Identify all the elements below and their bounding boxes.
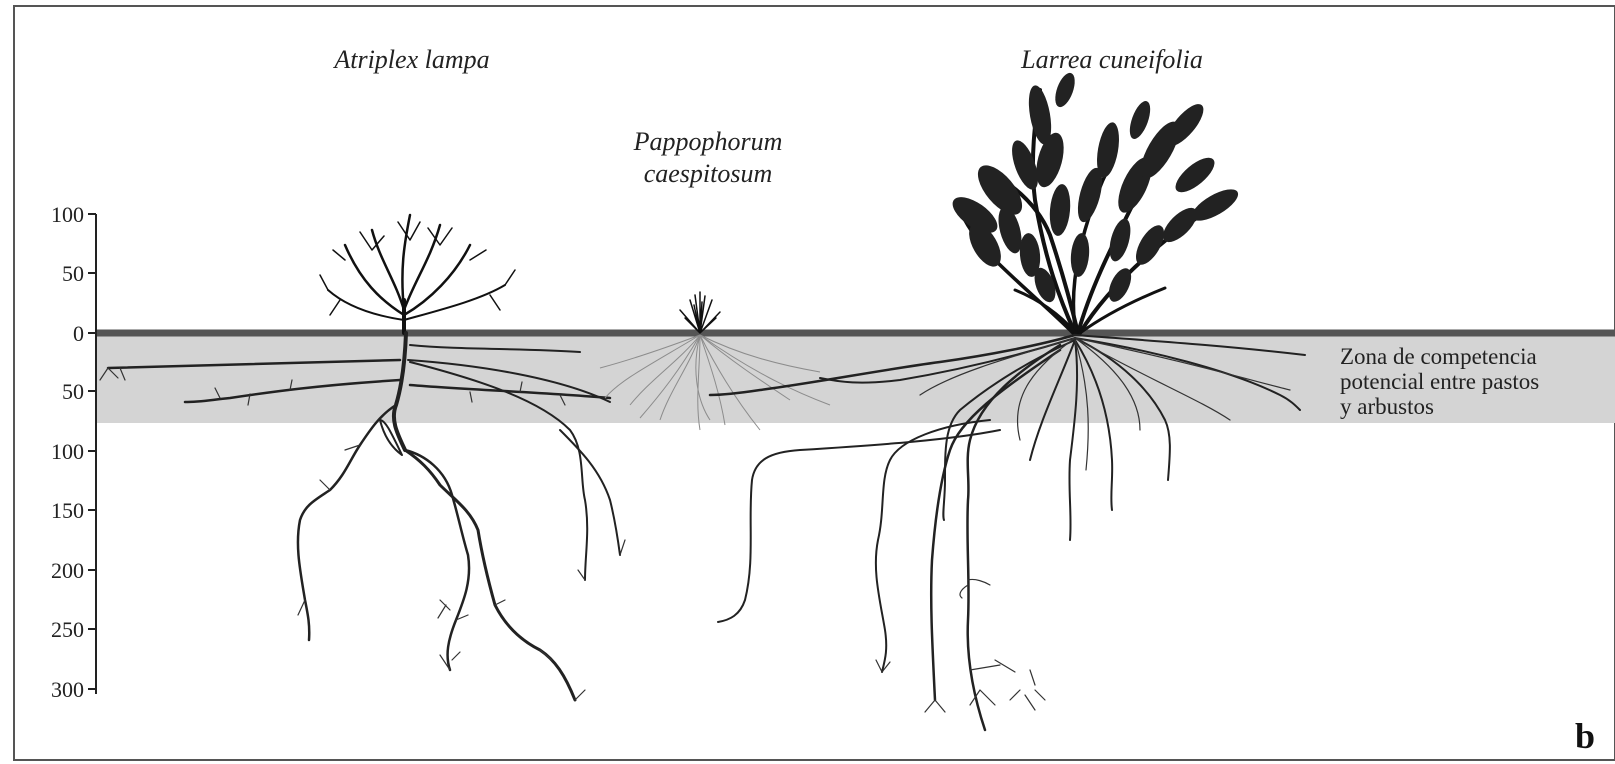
tick-label: 50 [62,261,84,286]
zone-label-line2: potencial entre pastos [1340,369,1539,394]
tick-label: 200 [51,558,84,583]
zone-label-line1: Zona de competencia [1340,344,1537,369]
tick-label: 150 [51,498,84,523]
species-label-atriplex: Atriplex lampa [332,45,489,74]
species-label-larrea: Larrea cuneifolia [1020,45,1203,74]
species-label-pappophorum-line1: Pappophorum [633,127,783,156]
zone-label-line3: y arbustos [1340,394,1434,419]
atriplex-plant [100,215,625,700]
tick-label: 300 [51,677,84,702]
tick-label: 250 [51,617,84,642]
larrea-foliage [947,70,1243,305]
depth-axis: 100 50 0 50 100 150 200 250 300 [51,202,96,702]
tick-label: 100 [51,439,84,464]
panel-letter: b [1575,716,1595,756]
tick-label: 0 [73,321,84,346]
species-label-pappophorum-line2: caespitosum [644,159,773,188]
tick-label: 50 [62,379,84,404]
pappophorum-tuft [680,292,720,333]
atriplex-shoots [320,215,515,333]
tick-label: 100 [51,202,84,227]
